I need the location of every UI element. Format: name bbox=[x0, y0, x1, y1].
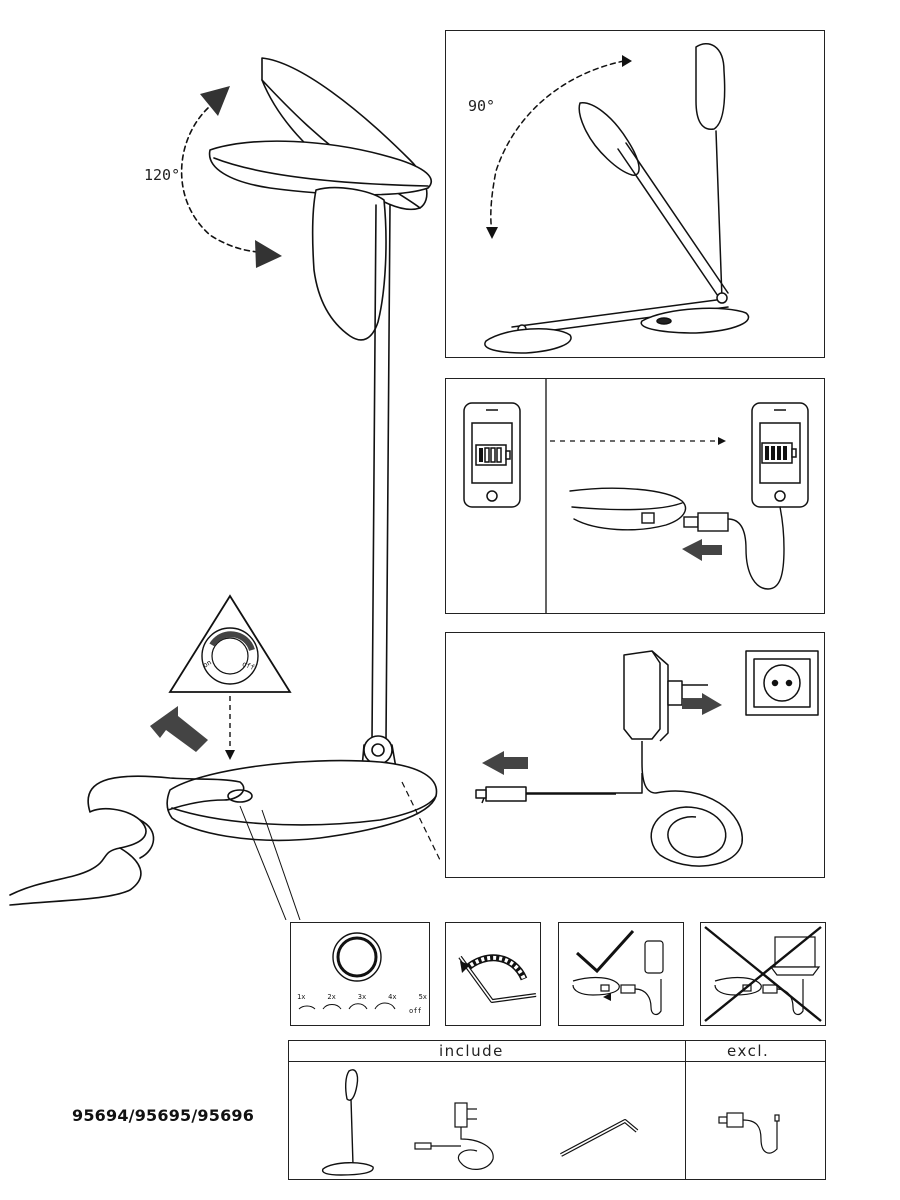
contents-header-rule bbox=[289, 1061, 825, 1062]
hex-key-rotate-drawing bbox=[458, 954, 537, 1003]
excluded-usb-cable-icon bbox=[718, 1112, 780, 1154]
level-4: 4x bbox=[388, 993, 397, 1001]
fold-drawing bbox=[484, 42, 750, 354]
included-hex-key-icon bbox=[560, 1119, 639, 1157]
dc-insert-arrow-icon bbox=[482, 751, 528, 775]
panel-phone-charging bbox=[445, 378, 825, 614]
lamp-drawing bbox=[9, 57, 440, 920]
phone-full-battery-icon bbox=[751, 402, 809, 508]
touch-level-row: 1x 2x 3x 4x 5x bbox=[297, 993, 427, 1001]
panel-hinge-tool bbox=[445, 922, 541, 1026]
panel-charging-not-allowed bbox=[700, 922, 826, 1026]
model-numbers: 95694/95695/95696 bbox=[72, 1106, 255, 1125]
adapter-drawing bbox=[475, 650, 819, 867]
level-5: 5x bbox=[418, 993, 427, 1001]
included-lamp-icon bbox=[321, 1069, 374, 1176]
charging-not-allowed-drawing bbox=[704, 926, 822, 1022]
included-adapter-icon bbox=[414, 1102, 494, 1170]
panel-charging-ok bbox=[558, 922, 684, 1026]
dimmer-warning-triangle bbox=[168, 594, 292, 760]
contents-table: include excl. bbox=[288, 1040, 826, 1180]
charging-ok-drawing bbox=[572, 929, 664, 1016]
phone-low-battery-icon bbox=[463, 402, 521, 508]
checkmark-icon bbox=[575, 929, 635, 974]
touch-off-label: off bbox=[409, 1007, 422, 1015]
tilt-arrow-down-icon bbox=[255, 240, 282, 268]
level-1: 1x bbox=[297, 993, 306, 1001]
contents-divider bbox=[685, 1041, 686, 1179]
fold-angle-label: 90° bbox=[468, 97, 496, 115]
tilt-arrow-up-icon bbox=[200, 86, 230, 116]
include-label: include bbox=[439, 1042, 504, 1060]
phone-charging-drawing bbox=[463, 379, 809, 613]
panel-fold: 90° bbox=[445, 30, 825, 358]
tilt-angle-label: 120° bbox=[144, 166, 181, 184]
contents-items-drawing bbox=[321, 1069, 780, 1176]
excl-label: excl. bbox=[727, 1042, 770, 1060]
panel-adapter bbox=[445, 632, 825, 878]
press-arrow-icon bbox=[150, 706, 208, 752]
usb-insert-arrow-icon bbox=[682, 539, 722, 561]
level-3: 3x bbox=[357, 993, 367, 1001]
level-2: 2x bbox=[327, 993, 336, 1001]
touch-ring-drawing bbox=[298, 932, 396, 1010]
plug-in-arrow-icon bbox=[682, 693, 722, 715]
lamp-illustration: 120° on off bbox=[0, 0, 440, 920]
panel-touch-levels: 1x 2x 3x 4x 5x off bbox=[290, 922, 430, 1026]
